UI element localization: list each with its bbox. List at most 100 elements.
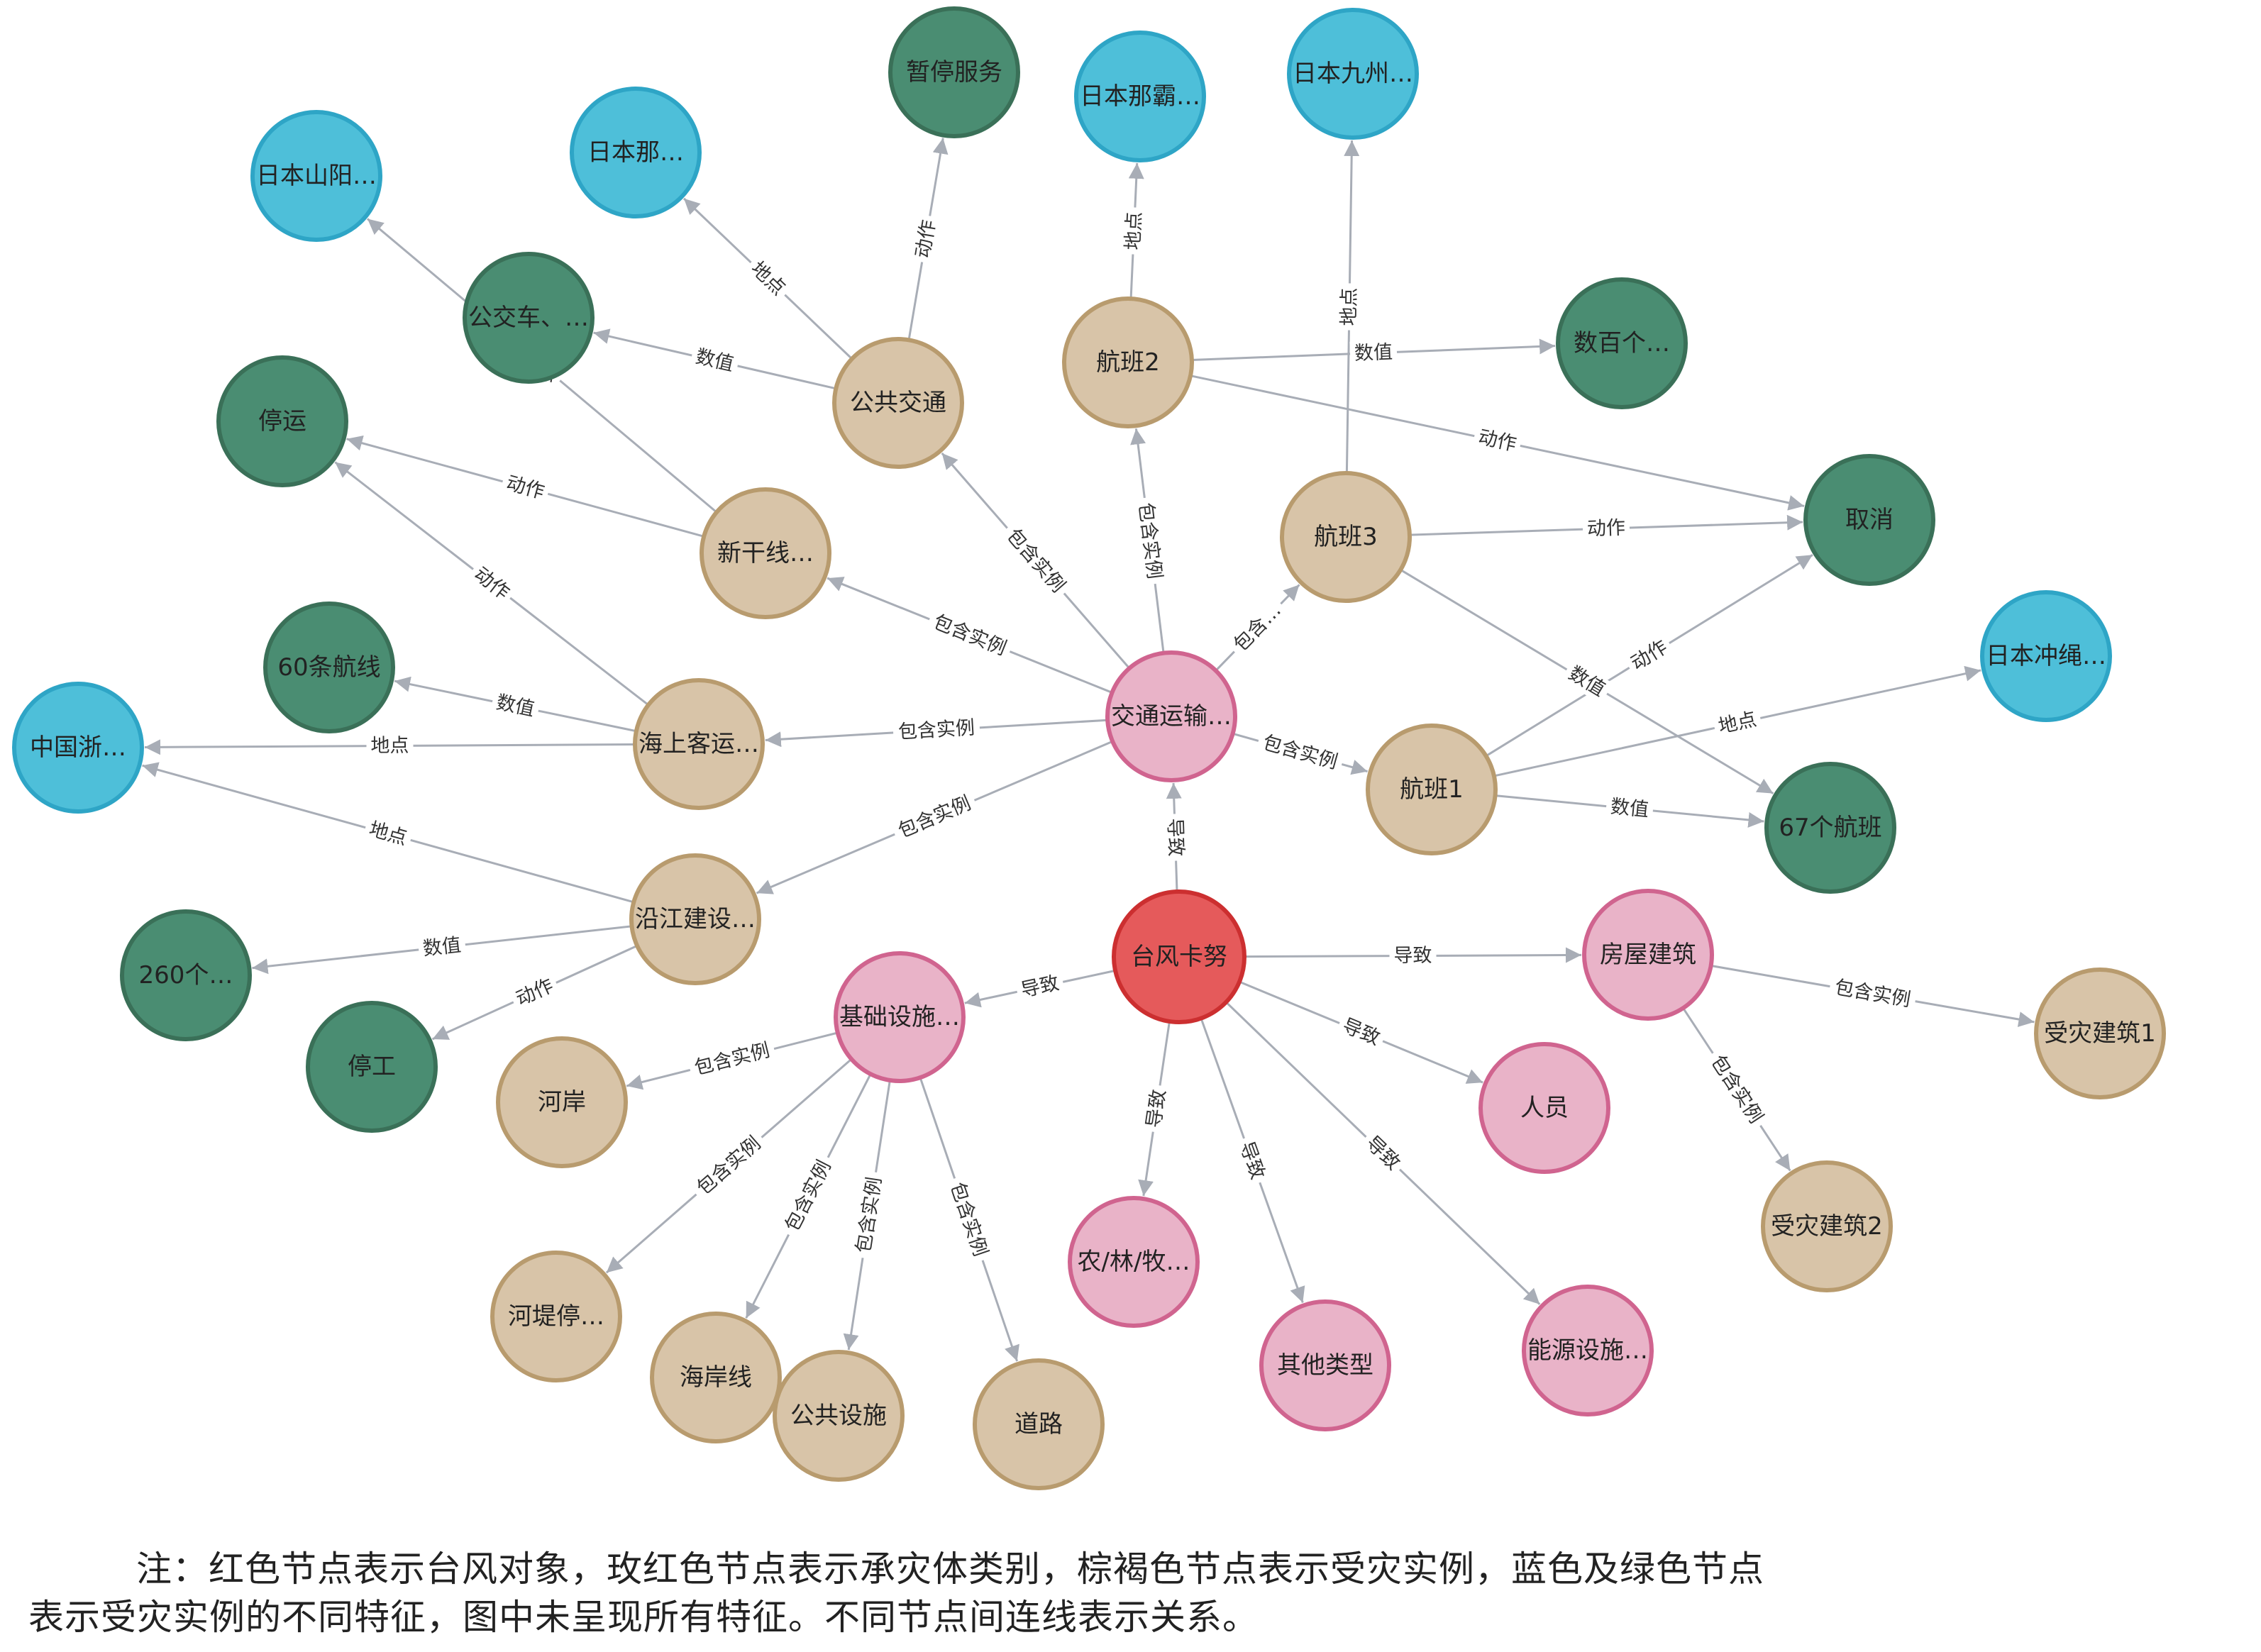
node-label: 人员 [1520,1094,1569,1122]
edge-label-typhoon-transport: 导致 [1162,813,1188,862]
node-suspend_service[interactable]: 暂停服务 [888,6,1020,138]
node-zhejiang[interactable]: 中国浙… [12,682,144,814]
node-kyushu[interactable]: 日本九州… [1287,8,1419,140]
node-hundreds[interactable]: 数百个… [1556,277,1688,409]
edge-label-background [1162,813,1188,862]
node-riverside[interactable]: 沿江建设… [629,853,761,985]
node-circle[interactable] [633,678,765,810]
edge-label-background [687,1037,778,1082]
node-riverbank[interactable]: 河岸 [496,1036,628,1168]
node-building1[interactable]: 受灾建筑1 [2034,968,2166,1099]
node-label: 农/林/牧… [1078,1248,1190,1276]
node-circle[interactable] [1761,1160,1893,1292]
node-people[interactable]: 人员 [1478,1042,1610,1174]
node-levee[interactable]: 河堤停… [490,1251,622,1382]
node-flight2[interactable]: 航班2 [1062,296,1194,428]
node-circle[interactable] [216,355,348,487]
node-circle[interactable] [263,602,395,733]
node-label: 基础设施… [839,1003,960,1031]
node-bus[interactable]: 公交车、… [463,252,595,384]
node-coastline[interactable]: 海岸线 [650,1312,782,1443]
node-two_sixty[interactable]: 260个… [120,909,252,1041]
node-building2[interactable]: 受灾建筑2 [1761,1160,1893,1292]
node-sixty_routes[interactable]: 60条航线 [263,602,395,733]
edge-label-infra-levee: 包含实例 [688,1128,770,1204]
node-label: 其他类型 [1277,1351,1373,1380]
node-circle[interactable] [629,853,761,985]
node-label: 67个航班 [1779,814,1881,842]
node-circle[interactable] [306,1001,438,1133]
node-circle[interactable] [773,1350,905,1482]
node-circle[interactable] [1259,1299,1391,1431]
node-yamaguchi[interactable]: 日本山阳… [250,110,382,242]
edge-label-text: 数值 [1610,796,1650,821]
node-circle[interactable] [496,1036,628,1168]
node-circle[interactable] [1366,724,1498,855]
edge-label-text: 动作 [1587,517,1626,540]
edge-label-background [1471,424,1523,458]
node-circle[interactable] [2034,968,2166,1099]
node-agri[interactable]: 农/林/牧… [1068,1196,1200,1328]
edge-label-background [1120,206,1147,255]
node-circle[interactable] [1556,277,1688,409]
node-circle[interactable] [832,337,964,469]
node-circle[interactable] [1105,650,1237,782]
node-energy[interactable]: 能源设施… [1522,1285,1654,1417]
node-circle[interactable] [1112,889,1246,1024]
node-circle[interactable] [120,909,252,1041]
node-infra[interactable]: 基础设施… [834,951,966,1083]
edge-label-text: 包含实例 [781,1157,836,1235]
node-stop_work[interactable]: 停工 [306,1001,438,1133]
node-cancel[interactable]: 取消 [1803,454,1935,586]
edge-label-text: 动作 [1476,426,1518,456]
edge-label-text: 动作 [504,472,546,503]
node-circle[interactable] [834,951,966,1083]
edge-label-text: 地点 [367,818,409,849]
node-circle[interactable] [1062,296,1194,428]
node-flight3[interactable]: 航班3 [1280,471,1412,603]
node-circle[interactable] [463,252,595,384]
node-stop_operation[interactable]: 停运 [216,355,348,487]
node-label: 日本山阳… [256,162,377,190]
node-house[interactable]: 房屋建筑 [1582,889,1714,1021]
node-circle[interactable] [1074,31,1206,162]
node-sixty_seven[interactable]: 67个航班 [1764,762,1896,894]
node-circle[interactable] [1478,1042,1610,1174]
node-circle[interactable] [1980,590,2112,722]
node-typhoon[interactable]: 台风卡努 [1112,889,1246,1024]
node-circle[interactable] [1280,471,1412,603]
edge-label-background [1337,283,1362,331]
node-naha[interactable]: 日本那霸… [1074,31,1206,162]
node-circle[interactable] [490,1251,622,1382]
node-sea_transport[interactable]: 海上客运… [633,678,765,810]
node-circle[interactable] [12,682,144,814]
node-other[interactable]: 其他类型 [1259,1299,1391,1431]
edge-label-background [689,343,741,378]
node-public_transit[interactable]: 公共交通 [832,337,964,469]
node-label: 数百个… [1574,329,1670,357]
node-jp_na[interactable]: 日本那… [570,87,702,218]
node-label: 暂停服务 [906,58,1002,87]
node-circle[interactable] [1764,762,1896,894]
node-public_fac[interactable]: 公共设施 [773,1350,905,1482]
node-circle[interactable] [888,6,1020,138]
node-circle[interactable] [1068,1196,1200,1328]
node-circle[interactable] [650,1312,782,1443]
edge-label-riverside-two_sixty: 数值 [417,932,467,962]
node-circle[interactable] [1522,1285,1654,1417]
node-label: 公交车、… [468,304,589,332]
node-shinkansen[interactable]: 新干线… [700,487,831,619]
node-circle[interactable] [1582,889,1714,1021]
node-circle[interactable] [973,1358,1105,1490]
node-circle[interactable] [250,110,382,242]
node-label: 航班1 [1400,775,1464,804]
node-circle[interactable] [1287,8,1419,140]
node-flight1[interactable]: 航班1 [1366,724,1498,855]
node-circle[interactable] [570,87,702,218]
node-road[interactable]: 道路 [973,1358,1105,1490]
node-circle[interactable] [1803,454,1935,586]
node-transport[interactable]: 交通运输… [1105,650,1237,782]
node-okinawa[interactable]: 日本冲绳… [1980,590,2112,722]
node-circle[interactable] [700,487,831,619]
node-label: 日本那霸… [1080,82,1200,111]
